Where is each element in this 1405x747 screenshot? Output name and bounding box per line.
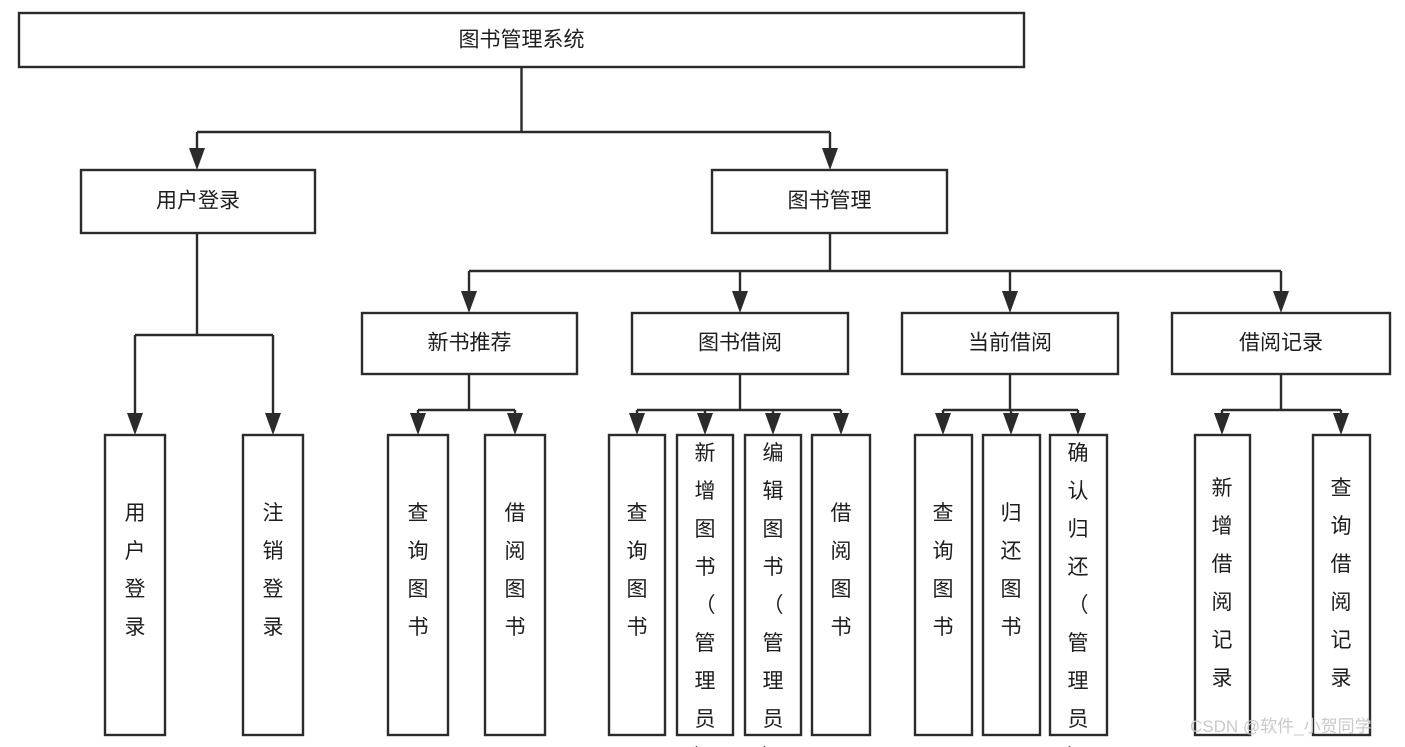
arrow-head-icon bbox=[629, 413, 645, 435]
leaf-user-login-box[interactable] bbox=[103, 433, 167, 737]
leaf-borrow-book-recommend-label: 借阅图书 bbox=[505, 502, 526, 639]
node-root-box[interactable] bbox=[17, 11, 1026, 69]
leaf-borrow-book-recommend-box[interactable] bbox=[483, 433, 547, 737]
leaf-borrow-book-recommend[interactable]: 借阅图书 bbox=[483, 433, 547, 737]
arrow-head-icon bbox=[732, 291, 748, 313]
leaf-add-book-box[interactable] bbox=[675, 433, 735, 737]
csdn-watermark: CSDN @软件_小贺同学 bbox=[1190, 717, 1372, 736]
node-root[interactable]: 图书管理系统 bbox=[17, 11, 1026, 69]
node-book-borrow-box[interactable] bbox=[630, 311, 850, 376]
arrow-head-icon bbox=[507, 413, 523, 435]
leaf-query-book-borrow[interactable]: 查询图书 bbox=[607, 433, 667, 737]
arrow-head-icon bbox=[822, 148, 838, 170]
node-root-label: 图书管理系统 bbox=[459, 29, 585, 52]
leaf-edit-book[interactable]: 编辑图书（管理员） bbox=[743, 433, 803, 747]
leaf-add-borrow-record-box[interactable] bbox=[1193, 433, 1252, 737]
leaf-add-borrow-record-label: 新增借阅记录 bbox=[1212, 477, 1233, 690]
leaf-query-book-borrow-box[interactable] bbox=[607, 433, 667, 737]
node-current-borrow[interactable]: 当前借阅 bbox=[900, 311, 1120, 376]
arrow-head-icon bbox=[697, 413, 713, 435]
leaf-query-borrow-record-box[interactable] bbox=[1311, 433, 1372, 737]
leaf-borrow-book[interactable]: 借阅图书 bbox=[810, 433, 872, 737]
node-borrow-record[interactable]: 借阅记录 bbox=[1170, 311, 1392, 376]
arrow-head-icon bbox=[1002, 291, 1018, 313]
leaf-query-book-current-label: 查询图书 bbox=[933, 502, 954, 639]
leaf-add-book[interactable]: 新增图书（管理员） bbox=[675, 433, 735, 747]
node-borrow-record-box[interactable] bbox=[1170, 311, 1392, 376]
node-book-management[interactable]: 图书管理 bbox=[710, 168, 949, 235]
arrow-head-icon bbox=[1333, 413, 1349, 435]
arrow-head-icon bbox=[935, 413, 951, 435]
node-user-login[interactable]: 用户登录 bbox=[79, 168, 317, 235]
node-new-book-recommend-label: 新书推荐 bbox=[428, 332, 512, 355]
leaf-logout-box[interactable] bbox=[241, 433, 305, 737]
node-current-borrow-label: 当前借阅 bbox=[968, 332, 1052, 355]
leaf-query-book-recommend-box[interactable] bbox=[386, 433, 450, 737]
leaf-confirm-return-label: 确认归还（管理员） bbox=[1068, 442, 1089, 747]
connector-layer bbox=[127, 67, 1349, 435]
leaf-edit-book-label: 编辑图书（管理员） bbox=[763, 442, 784, 747]
arrow-head-icon bbox=[189, 148, 205, 170]
node-layer: 图书管理系统 用户登录 图书管理 新书推荐 图书借阅 当前借阅 借阅记录 bbox=[17, 11, 1392, 747]
node-book-borrow-label: 图书借阅 bbox=[698, 332, 782, 355]
node-current-borrow-box[interactable] bbox=[900, 311, 1120, 376]
leaf-user-login-label: 用户登录 bbox=[125, 502, 146, 639]
leaf-borrow-book-label: 借阅图书 bbox=[831, 502, 852, 639]
leaf-query-book-current[interactable]: 查询图书 bbox=[913, 433, 974, 737]
leaf-return-book-label: 归还图书 bbox=[1001, 502, 1022, 639]
leaf-logout[interactable]: 注销登录 bbox=[241, 433, 305, 737]
leaf-edit-book-box[interactable] bbox=[743, 433, 803, 737]
node-user-login-box[interactable] bbox=[79, 168, 317, 235]
arrow-head-icon bbox=[461, 291, 477, 313]
node-borrow-record-label: 借阅记录 bbox=[1239, 332, 1323, 355]
node-book-borrow[interactable]: 图书借阅 bbox=[630, 311, 850, 376]
node-new-book-recommend[interactable]: 新书推荐 bbox=[360, 311, 579, 376]
node-book-management-box[interactable] bbox=[710, 168, 949, 235]
arrow-head-icon bbox=[765, 413, 781, 435]
arrow-head-icon bbox=[1214, 413, 1230, 435]
node-new-book-recommend-box[interactable] bbox=[360, 311, 579, 376]
leaf-query-book-borrow-label: 查询图书 bbox=[627, 502, 648, 639]
leaf-return-book-box[interactable] bbox=[981, 433, 1042, 737]
leaf-borrow-book-box[interactable] bbox=[810, 433, 872, 737]
leaf-user-login[interactable]: 用户登录 bbox=[103, 433, 167, 737]
leaf-query-borrow-record[interactable]: 查询借阅记录 bbox=[1311, 433, 1372, 737]
leaf-query-book-current-box[interactable] bbox=[913, 433, 974, 737]
leaf-confirm-return-box[interactable] bbox=[1048, 433, 1109, 737]
arrow-head-icon bbox=[1273, 291, 1289, 313]
leaf-return-book[interactable]: 归还图书 bbox=[981, 433, 1042, 737]
arrow-head-icon bbox=[410, 413, 426, 435]
arrow-head-icon bbox=[1070, 413, 1086, 435]
leaf-add-borrow-record[interactable]: 新增借阅记录 bbox=[1193, 433, 1252, 737]
leaf-confirm-return[interactable]: 确认归还（管理员） bbox=[1048, 433, 1109, 747]
leaf-query-borrow-record-label: 查询借阅记录 bbox=[1331, 477, 1352, 690]
leaf-query-book-recommend-label: 查询图书 bbox=[408, 502, 429, 639]
leaf-add-book-label: 新增图书（管理员） bbox=[695, 442, 716, 747]
arrow-head-icon bbox=[127, 413, 143, 435]
leaf-query-book-recommend[interactable]: 查询图书 bbox=[386, 433, 450, 737]
arrow-head-icon bbox=[1003, 413, 1019, 435]
arrow-head-icon bbox=[833, 413, 849, 435]
arrow-head-icon bbox=[265, 413, 281, 435]
leaf-logout-label: 注销登录 bbox=[263, 502, 284, 639]
node-user-login-label: 用户登录 bbox=[156, 190, 240, 213]
node-book-management-label: 图书管理 bbox=[788, 190, 872, 213]
